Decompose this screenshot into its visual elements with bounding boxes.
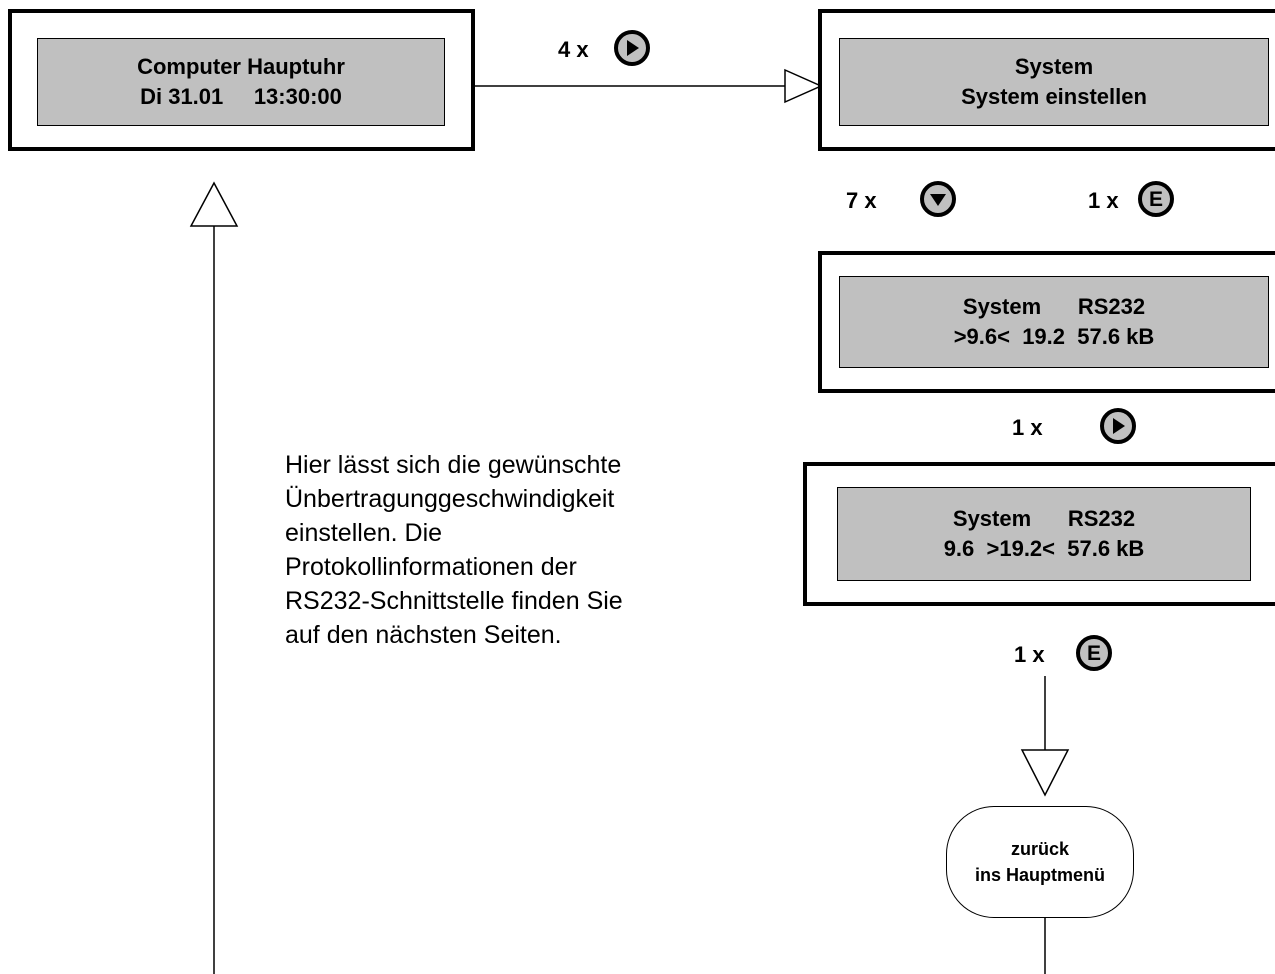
screen-rs232-192-line1: System RS232 <box>952 506 1136 531</box>
screen-main-frame: Computer Hauptuhr Di 31.01 13:30:00 <box>8 9 475 151</box>
right-button-2 <box>1100 408 1136 444</box>
screen-rs232-96-frame: System RS232 >9.6< 19.2 57.6 kB <box>818 251 1275 393</box>
down-button <box>920 181 956 217</box>
terminal-line1: zurück <box>1010 839 1070 859</box>
right-button <box>614 30 650 66</box>
screen-system-frame: System System einstellen <box>818 9 1275 151</box>
terminal-line2: ins Hauptmenü <box>974 865 1105 885</box>
screen-main-display: Computer Hauptuhr Di 31.01 13:30:00 <box>37 38 445 126</box>
description-line: RS232-Schnittstelle finden Sie <box>285 587 623 615</box>
play-right-icon <box>1113 418 1125 434</box>
screen-rs232-96-line1: System RS232 <box>962 294 1146 319</box>
play-down-icon <box>930 194 946 206</box>
screen-rs232-96-display: System RS232 >9.6< 19.2 57.6 kB <box>839 276 1269 368</box>
step-count-right: 1 x <box>1012 415 1043 440</box>
description-line: einstellen. Die <box>285 519 443 547</box>
step-count-enter-2: 1 x <box>1014 642 1045 667</box>
screen-main-line2: Di 31.01 13:30:00 <box>140 84 342 109</box>
screen-rs232-96-line2: >9.6< 19.2 57.6 kB <box>953 324 1155 349</box>
step-count-down: 7 x <box>846 188 877 213</box>
screen-rs232-192-display: System RS232 9.6 >19.2< 57.6 kB <box>837 487 1251 581</box>
description-line: auf den nächsten Seiten. <box>285 621 562 649</box>
play-right-icon <box>627 40 639 56</box>
arrowhead-up <box>189 181 239 227</box>
step-count-enter-1: 1 x <box>1088 188 1119 213</box>
screen-system-line2: System einstellen <box>961 84 1147 109</box>
description-line: Hier lässt sich die gewünschte <box>285 451 622 479</box>
enter-button-2: E <box>1076 635 1112 671</box>
description-line: Protokollinformationen der <box>285 553 577 581</box>
screen-system-display: System System einstellen <box>839 38 1269 126</box>
screen-main-line1: Computer Hauptuhr <box>137 54 345 79</box>
screen-rs232-192-frame: System RS232 9.6 >19.2< 57.6 kB <box>803 462 1275 606</box>
enter-button-1: E <box>1138 181 1174 217</box>
description-text: Hier lässt sich die gewünschte Ünbertrag… <box>285 448 745 652</box>
back-to-main-menu-node: zurück ins Hauptmenü <box>946 806 1134 918</box>
screen-system-line1: System <box>1014 54 1094 79</box>
screen-rs232-192-line2: 9.6 >19.2< 57.6 kB <box>943 536 1145 561</box>
description-line: Ünbertragunggeschwindigkeit <box>285 485 615 513</box>
arrowhead-right <box>784 68 823 104</box>
step-count-to-system: 4 x <box>558 37 589 62</box>
arrowhead-down <box>1020 749 1070 797</box>
